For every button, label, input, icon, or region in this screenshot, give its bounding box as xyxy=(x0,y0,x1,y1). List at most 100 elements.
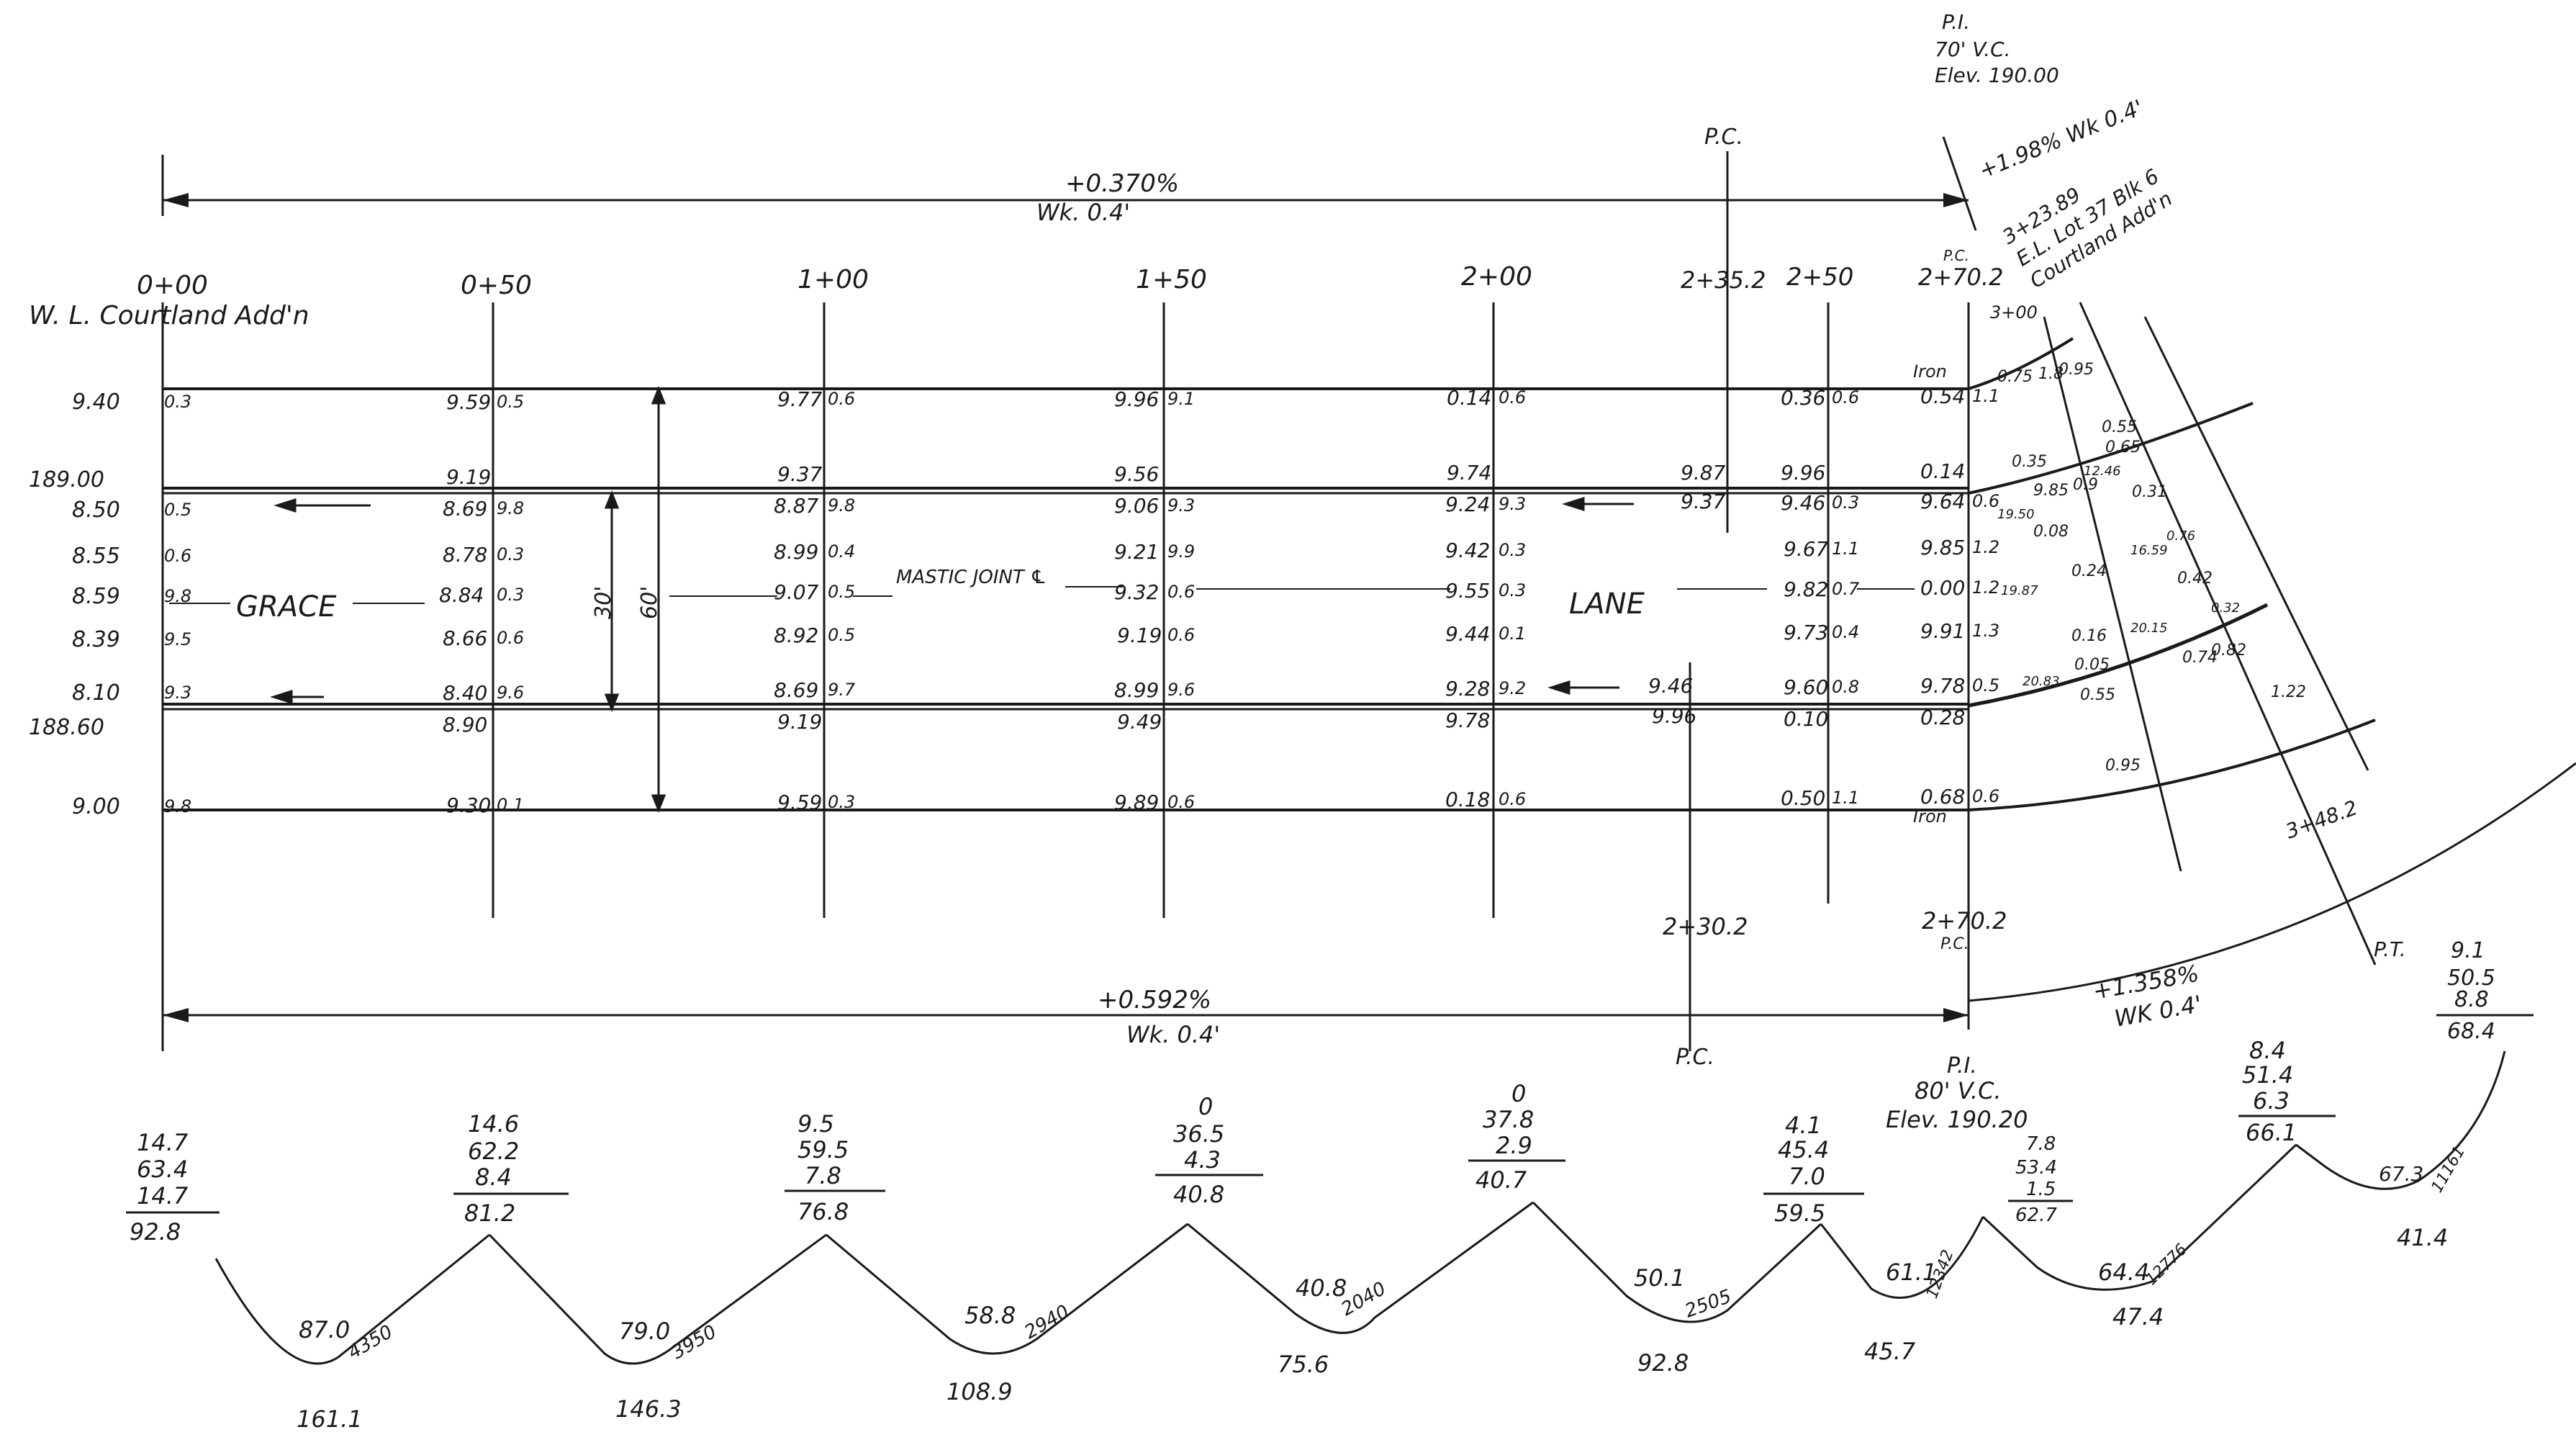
svg-text:0.68: 0.68 xyxy=(1920,785,1965,809)
stack-5: 037.82.940.7 xyxy=(1468,1080,1565,1194)
svg-text:0.3: 0.3 xyxy=(497,585,524,605)
svg-text:0.95: 0.95 xyxy=(2058,361,2094,379)
svg-text:76.8: 76.8 xyxy=(797,1198,849,1225)
svg-text:0.18: 0.18 xyxy=(1445,788,1490,811)
svg-text:7.0: 7.0 xyxy=(1789,1163,1825,1190)
svg-text:4.1: 4.1 xyxy=(1785,1112,1822,1139)
svg-text:3950: 3950 xyxy=(669,1321,720,1364)
svg-text:9.77: 9.77 xyxy=(777,387,823,411)
station-2-50: 2+50 xyxy=(1786,263,1853,292)
svg-text:9.28: 9.28 xyxy=(1445,677,1490,701)
station-2-70: 2+70.2 xyxy=(1918,264,2003,291)
svg-text:0.6: 0.6 xyxy=(1167,582,1195,602)
svg-text:9.85: 9.85 xyxy=(1920,536,1965,559)
svg-text:9.06: 9.06 xyxy=(1114,494,1159,518)
svg-text:9.37: 9.37 xyxy=(1681,490,1726,513)
top-grade-percent: +0.370% xyxy=(1065,169,1179,198)
svg-text:9.89: 9.89 xyxy=(1114,791,1159,814)
svg-text:92.8: 92.8 xyxy=(1637,1349,1689,1377)
svg-text:0.6: 0.6 xyxy=(1499,387,1526,408)
svg-text:0.74: 0.74 xyxy=(2182,649,2218,667)
station-0-50: 0+50 xyxy=(461,271,532,300)
svg-text:Elev. 190.00: Elev. 190.00 xyxy=(1935,63,2059,87)
svg-text:0.1: 0.1 xyxy=(1499,624,1526,644)
svg-text:0.3: 0.3 xyxy=(828,792,855,812)
svg-text:9.40: 9.40 xyxy=(72,390,120,415)
svg-text:62.7: 62.7 xyxy=(2015,1205,2057,1226)
svg-text:0.3: 0.3 xyxy=(1499,580,1526,600)
svg-text:9.07: 9.07 xyxy=(774,580,819,604)
svg-text:8.99: 8.99 xyxy=(774,540,818,564)
svg-text:9.1: 9.1 xyxy=(1167,389,1195,409)
svg-text:45.7: 45.7 xyxy=(1864,1338,1916,1365)
svg-text:4.3: 4.3 xyxy=(1184,1146,1221,1174)
svg-text:0.00: 0.00 xyxy=(1920,576,1965,600)
street-names: GRACE MASTIC JOINT ℄ LANE xyxy=(169,567,1915,624)
street-lines xyxy=(163,387,1969,811)
svg-text:1.3: 1.3 xyxy=(1972,621,1999,641)
station-2-35: 2+35.2 xyxy=(1681,266,1766,294)
svg-text:9.8: 9.8 xyxy=(164,796,191,816)
svg-text:0.82: 0.82 xyxy=(2211,642,2246,660)
svg-text:81.2: 81.2 xyxy=(464,1199,515,1227)
svg-text:8.4: 8.4 xyxy=(475,1163,512,1191)
svg-text:9.96: 9.96 xyxy=(1114,387,1159,411)
svg-text:0.32: 0.32 xyxy=(2211,600,2240,616)
stack-6: 4.145.47.059.5 xyxy=(1763,1112,1864,1227)
svg-text:9.78: 9.78 xyxy=(1920,674,1965,698)
svg-text:9.00: 9.00 xyxy=(72,794,120,819)
svg-text:0.3: 0.3 xyxy=(164,392,191,412)
svg-text:64.4: 64.4 xyxy=(2098,1259,2149,1286)
svg-text:2.9: 2.9 xyxy=(1496,1132,1532,1159)
svg-text:40.8: 40.8 xyxy=(1296,1274,1347,1302)
svg-text:8.78: 8.78 xyxy=(443,543,487,567)
svg-text:0.3: 0.3 xyxy=(1832,492,1859,513)
svg-text:0.6: 0.6 xyxy=(1832,387,1859,408)
svg-text:9.44: 9.44 xyxy=(1445,622,1490,646)
svg-text:75.6: 75.6 xyxy=(1278,1351,1329,1378)
svg-text:67.3: 67.3 xyxy=(2379,1162,2423,1186)
station-3-48: 3+48.2 xyxy=(2282,796,2361,843)
svg-text:9.3: 9.3 xyxy=(164,683,191,703)
svg-text:8.4: 8.4 xyxy=(2249,1037,2286,1064)
svg-text:9.46: 9.46 xyxy=(1648,674,1693,698)
svg-text:0.3: 0.3 xyxy=(497,544,524,564)
bottom-grade-dimension: +0.592% Wk. 0.4' +1.358% WK 0.4' xyxy=(163,960,2204,1048)
svg-text:8.69: 8.69 xyxy=(443,497,487,521)
pc-small-top: P.C. xyxy=(1943,247,1969,264)
svg-text:16.59: 16.59 xyxy=(2130,543,2168,558)
svg-text:62.2: 62.2 xyxy=(468,1138,519,1165)
top-grade-wk: Wk. 0.4' xyxy=(1036,199,1130,226)
svg-text:9.3: 9.3 xyxy=(1167,495,1195,516)
svg-text:9.87: 9.87 xyxy=(1681,461,1726,485)
svg-text:66.1: 66.1 xyxy=(2246,1119,2297,1146)
pc-top-label: P.C. xyxy=(1704,125,1743,150)
svg-text:41.4: 41.4 xyxy=(2397,1224,2448,1251)
svg-text:8.40: 8.40 xyxy=(443,681,487,705)
svg-text:0.6: 0.6 xyxy=(1499,789,1526,809)
svg-text:0.28: 0.28 xyxy=(1920,706,1965,729)
svg-text:8.10: 8.10 xyxy=(72,680,120,706)
svg-text:51.4: 51.4 xyxy=(2242,1061,2293,1089)
svg-text:40.8: 40.8 xyxy=(1173,1181,1224,1208)
svg-text:9.64: 9.64 xyxy=(1920,490,1965,513)
svg-text:80' V.C.: 80' V.C. xyxy=(1915,1077,2002,1104)
svg-text:0.75: 0.75 xyxy=(1997,368,2033,386)
svg-text:2505: 2505 xyxy=(1682,1286,1734,1323)
svg-text:0.50: 0.50 xyxy=(1781,786,1825,810)
svg-text:1.1: 1.1 xyxy=(1972,386,1999,406)
svg-text:9.5: 9.5 xyxy=(797,1110,834,1138)
svg-text:8.84: 8.84 xyxy=(439,583,484,607)
svg-text:14.7: 14.7 xyxy=(137,1129,189,1156)
svg-text:9.73: 9.73 xyxy=(1784,621,1828,644)
svg-text:9.21: 9.21 xyxy=(1114,540,1159,564)
svg-text:1.2: 1.2 xyxy=(1972,537,1999,557)
top-grade-dimension: +0.370% Wk. 0.4' xyxy=(161,155,1969,226)
svg-text:19.50: 19.50 xyxy=(1997,507,2035,522)
